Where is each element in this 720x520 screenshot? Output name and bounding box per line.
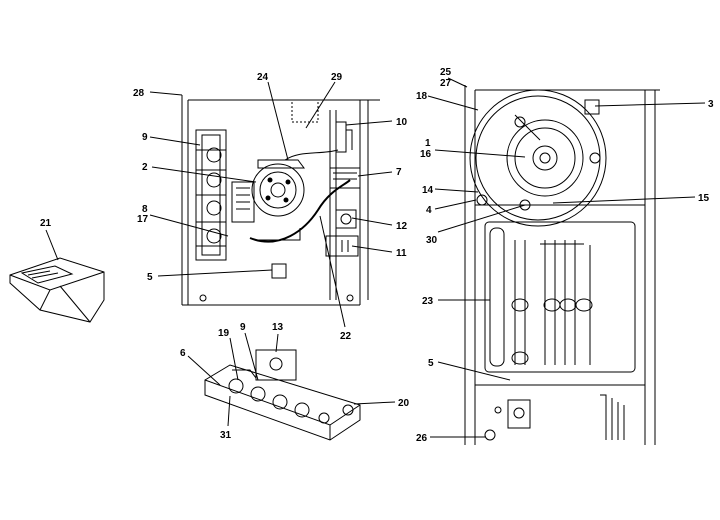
- part-10-bracket: [335, 121, 353, 153]
- callout-20: 20: [398, 398, 410, 409]
- lower-tray-assembly: [204, 349, 361, 441]
- lower-right-parts: [484, 394, 625, 441]
- callout-25: 25: [440, 67, 452, 78]
- callout-12: 12: [396, 221, 408, 232]
- callout-5-right: 5: [428, 358, 434, 369]
- part-29-box: [291, 99, 319, 123]
- callout-15: 15: [698, 193, 710, 204]
- callout-21: 21: [40, 218, 52, 229]
- control-parts: [325, 167, 361, 257]
- callout-29: 29: [331, 72, 343, 83]
- wire-22: [249, 179, 351, 243]
- callout-16: 16: [420, 149, 432, 160]
- wire-24: [284, 149, 339, 161]
- callout-28: 28: [133, 88, 145, 99]
- callout-3: 3: [708, 99, 714, 110]
- callout-9-upper: 9: [142, 132, 148, 143]
- callout-30: 30: [426, 235, 438, 246]
- callout-11: 11: [396, 248, 407, 259]
- callout-31: 31: [220, 430, 232, 441]
- callout-7: 7: [396, 167, 402, 178]
- callout-10: 10: [396, 117, 408, 128]
- leader-lines: [45, 77, 706, 438]
- callout-1: 1: [425, 138, 431, 149]
- callout-27: 27: [440, 78, 452, 89]
- middle-cabinet-panel: [181, 95, 380, 306]
- heat-exchanger: [484, 221, 636, 373]
- callout-8: 8: [142, 204, 148, 215]
- callout-17: 17: [137, 214, 149, 225]
- callout-6: 6: [180, 348, 186, 359]
- callout-9-lower: 9: [240, 322, 246, 333]
- callout-18: 18: [416, 91, 428, 102]
- callout-26: 26: [416, 433, 428, 444]
- spool-column: [195, 129, 227, 261]
- callout-labels: 28 24 29 9 10 2 7 8 17 12 11 5 22 21 25 …: [40, 67, 714, 444]
- callout-24: 24: [257, 72, 269, 83]
- part-5-block: [271, 263, 287, 279]
- part-21-housing: [9, 257, 105, 323]
- callout-2: 2: [142, 162, 148, 173]
- callout-23: 23: [422, 296, 434, 307]
- callout-4: 4: [426, 205, 432, 216]
- callout-22: 22: [340, 331, 352, 342]
- right-cabinet-panel: [464, 85, 660, 445]
- blower-wheel: [469, 89, 607, 227]
- callout-5-middle: 5: [147, 272, 153, 283]
- callout-19: 19: [218, 328, 230, 339]
- callout-13: 13: [272, 322, 284, 333]
- callout-14: 14: [422, 185, 434, 196]
- motor-assembly: [231, 159, 305, 241]
